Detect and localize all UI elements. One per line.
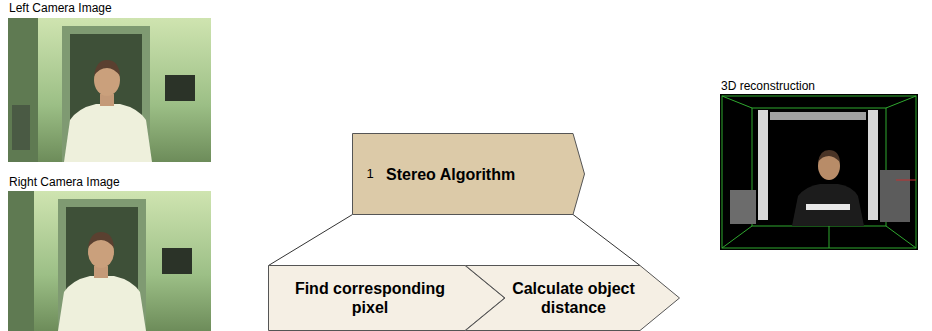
image-caption: Left Camera Image — [8, 1, 213, 15]
hair — [94, 60, 120, 76]
shirt — [58, 276, 146, 331]
chevron-path — [269, 266, 505, 331]
computer — [12, 105, 30, 150]
hair — [818, 150, 840, 162]
shirt — [64, 104, 152, 162]
reconstruction-render — [720, 94, 918, 250]
door-post — [868, 110, 878, 220]
axis-line — [896, 180, 916, 181]
shirt-stripe — [806, 204, 850, 210]
photo-ground — [8, 18, 211, 162]
door-frame — [58, 199, 146, 331]
hair — [88, 232, 114, 248]
door-lintel — [770, 112, 866, 120]
image-caption: Right Camera Image — [8, 175, 213, 189]
left-camera-photo — [8, 18, 211, 162]
desk — [880, 170, 910, 222]
right-camera-photo — [8, 191, 211, 331]
chevron-path — [466, 266, 680, 331]
shirt — [792, 184, 864, 226]
bounding-box — [722, 96, 916, 248]
wall-shadow — [8, 191, 34, 331]
chevron-path — [353, 134, 585, 215]
render-ground — [720, 94, 918, 250]
desk — [730, 190, 756, 224]
image-caption: 3D reconstruction — [720, 79, 918, 93]
step-chevron: Find corresponding pixel — [268, 265, 505, 331]
camera-image: Left Camera Image — [8, 1, 213, 163]
callout-text: 1 — [366, 167, 373, 181]
step-label: Stereo Algorithm — [386, 165, 571, 184]
process-chevron: 1 Stereo Algorithm — [352, 133, 585, 215]
axis-line — [829, 226, 830, 248]
reconstruction-image: 3D reconstruction — [720, 79, 918, 250]
step-label: Calculate object distance — [507, 279, 640, 317]
step-label: Find corresponding pixel — [280, 279, 460, 317]
step-chevron: Calculate object distance — [465, 265, 680, 331]
photo-ground — [8, 191, 211, 331]
chevron-outline — [465, 265, 680, 331]
monitor — [165, 75, 195, 101]
wall-shadow — [8, 18, 38, 162]
chevron-outline — [268, 265, 505, 331]
zoom-line — [573, 215, 640, 266]
camera-image: Right Camera Image — [8, 175, 213, 331]
monitor — [162, 248, 192, 274]
zoom-line — [269, 215, 353, 266]
door-post — [758, 110, 768, 220]
